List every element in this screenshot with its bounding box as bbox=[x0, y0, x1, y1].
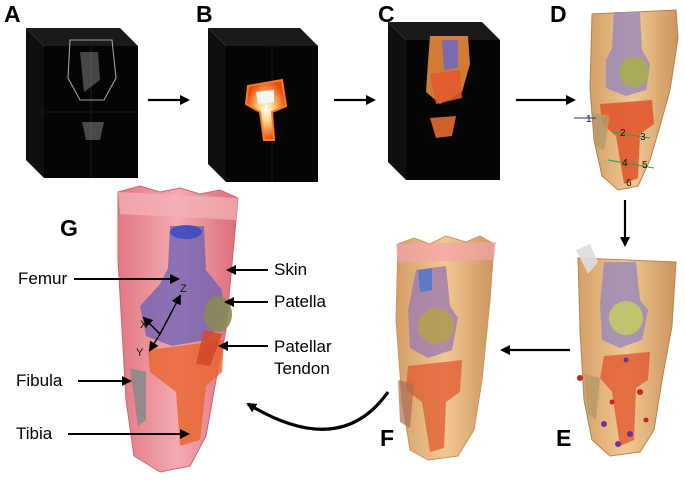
panel-d: D 1 2 3 4 5 6 bbox=[550, 1, 679, 191]
arrow-f-to-g bbox=[246, 391, 390, 431]
marker-1: 1 bbox=[586, 114, 592, 125]
limb-model-g bbox=[117, 185, 239, 473]
marker-6: 6 bbox=[626, 178, 632, 189]
panel-label-d: D bbox=[550, 1, 567, 27]
limb-model-f bbox=[395, 235, 496, 461]
panel-c: C bbox=[378, 1, 500, 180]
mesh-volume-box-c bbox=[388, 22, 500, 180]
label-tibia: Tibia bbox=[16, 424, 53, 443]
limb-model-e bbox=[576, 244, 677, 457]
ct-volume-box-a bbox=[26, 28, 138, 178]
segmentation-volume-box-b bbox=[208, 28, 318, 182]
label-fibula: Fibula bbox=[16, 371, 63, 390]
panel-label-f: F bbox=[380, 425, 394, 451]
panel-f: F bbox=[380, 235, 496, 461]
panel-a: A bbox=[4, 1, 138, 178]
panel-b: B bbox=[196, 1, 318, 182]
axis-z-label: Z bbox=[180, 283, 187, 295]
limb-model-d: 1 2 3 4 5 6 bbox=[574, 9, 679, 191]
label-skin: Skin bbox=[274, 260, 307, 279]
panel-label-a: A bbox=[4, 1, 21, 27]
panel-label-c: C bbox=[378, 1, 395, 27]
label-patellar-tendon-1: Patellar bbox=[274, 337, 332, 356]
axis-x-label: X bbox=[140, 319, 148, 331]
label-patellar-tendon-2: Tendon bbox=[274, 359, 330, 378]
marker-3: 3 bbox=[640, 132, 646, 143]
label-patella: Patella bbox=[274, 292, 327, 311]
label-femur: Femur bbox=[18, 269, 67, 288]
axis-y-label: Y bbox=[136, 347, 144, 359]
marker-4: 4 bbox=[622, 158, 628, 169]
panel-label-b: B bbox=[196, 1, 213, 27]
marker-5: 5 bbox=[642, 160, 648, 171]
panel-label-g: G bbox=[60, 215, 78, 241]
marker-2: 2 bbox=[620, 128, 626, 139]
panel-label-e: E bbox=[556, 425, 571, 451]
coordinate-axes: Z X Y bbox=[136, 283, 187, 359]
panel-g: G Z X Y Femur Skin Patella Patellar Tend bbox=[16, 185, 332, 473]
panel-e: E bbox=[556, 244, 677, 457]
